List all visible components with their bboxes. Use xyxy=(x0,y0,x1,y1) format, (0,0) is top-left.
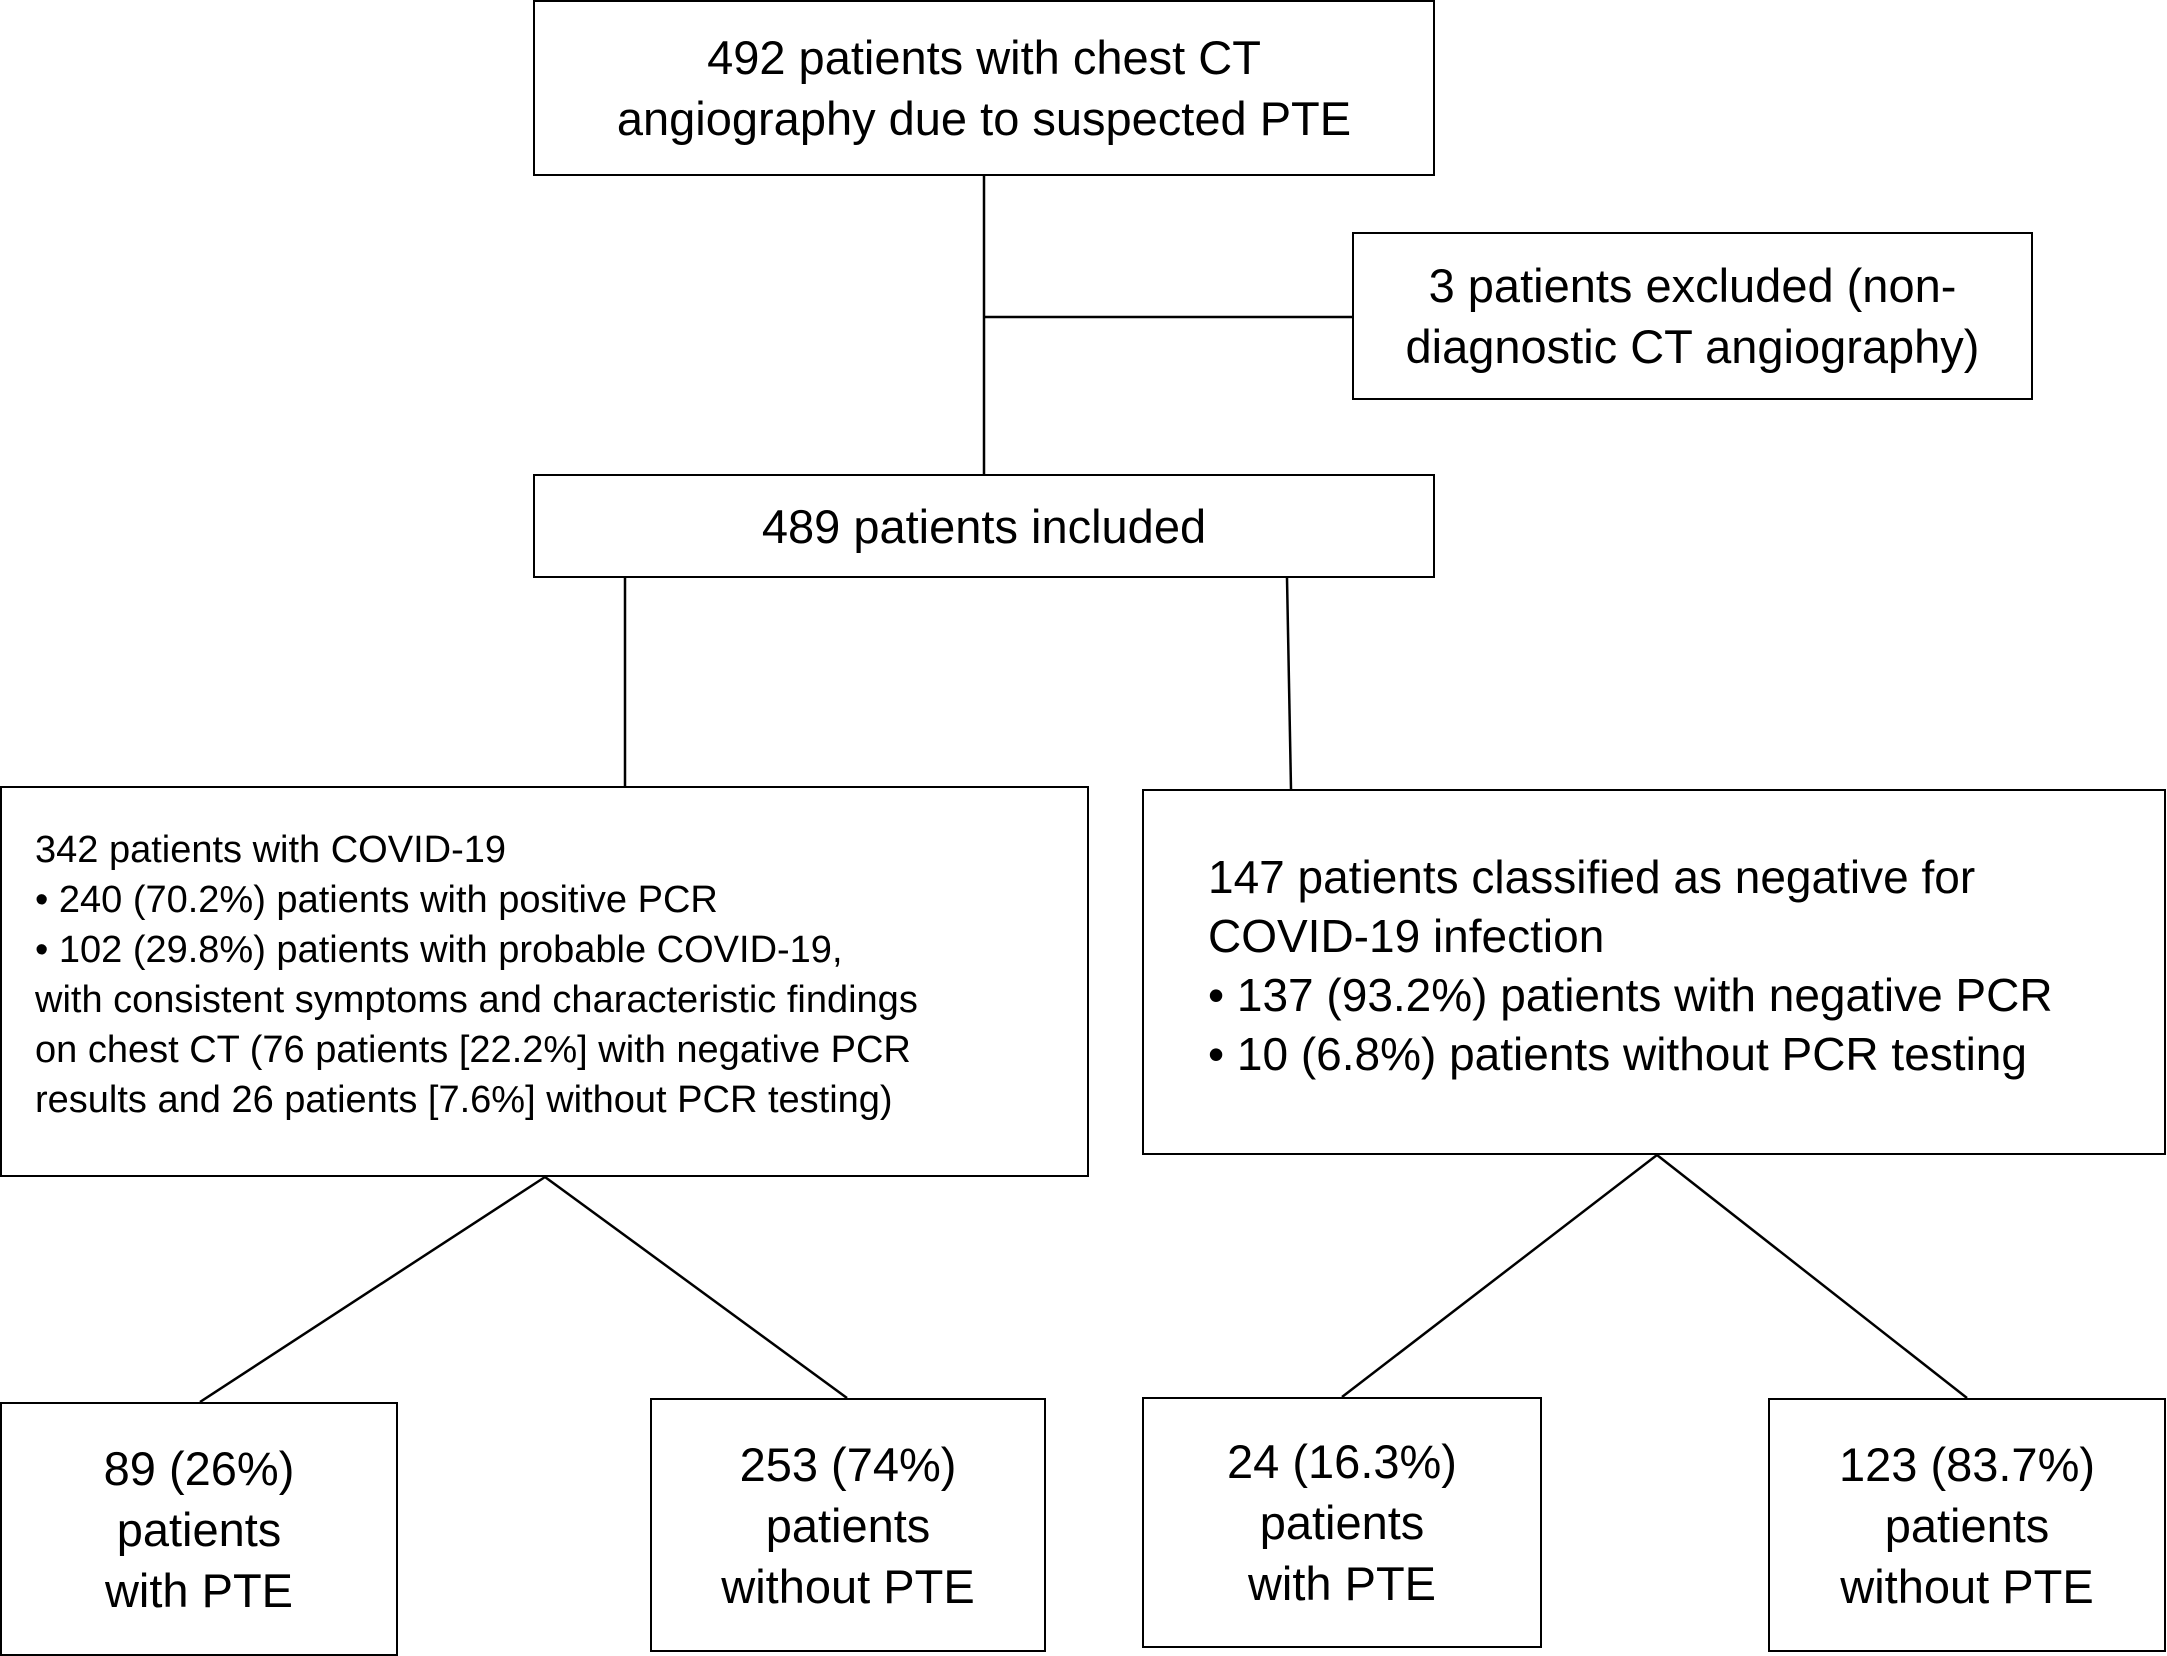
start-line-1: 492 patients with chest CT xyxy=(707,31,1261,84)
outcome-1-line-2: patients xyxy=(116,1502,282,1556)
negative-line-4: • 10 (6.8%) patients without PCR testing xyxy=(1208,1028,2027,1080)
covid-line-3: • 102 (29.8%) patients with probable COV… xyxy=(35,929,843,971)
excluded-box: 3 patients excluded (non- diagnostic CT … xyxy=(1352,232,2033,400)
start-line-2: angiography due to suspected PTE xyxy=(616,92,1352,145)
covid-line-2: • 240 (70.2%) patients with positive PCR xyxy=(35,879,718,921)
outcome-3-line-2: patients xyxy=(1259,1496,1425,1549)
outcome-3-line-1: 24 (16.3%) xyxy=(1227,1435,1457,1488)
outcome-box-covid-no-pte: 253 (74%) patients without PTE xyxy=(650,1398,1046,1652)
connector-negative-to-pte xyxy=(1341,1154,1658,1398)
connector-negative-to-no-pte xyxy=(1656,1154,1968,1399)
negative-box: 147 patients classified as negative for … xyxy=(1142,789,2166,1155)
included-line-1: 489 patients included xyxy=(761,499,1207,553)
outcome-4-line-3: without PTE xyxy=(1840,1559,2094,1613)
outcome-box-negative-pte: 24 (16.3%) patients with PTE xyxy=(1142,1397,1542,1648)
covid-line-5: on chest CT (76 patients [22.2%] with ne… xyxy=(35,1029,911,1071)
outcome-1-line-3: with PTE xyxy=(104,1563,294,1617)
covid-line-4: with consistent symptoms and characteris… xyxy=(35,979,918,1021)
outcome-4-line-2: patients xyxy=(1884,1498,2050,1552)
connector-covid-to-pte xyxy=(199,1175,546,1404)
outcome-3-line-3: with PTE xyxy=(1247,1557,1437,1610)
connector-covid-to-no-pte xyxy=(544,1175,848,1400)
outcome-box-covid-pte: 89 (26%) patients with PTE xyxy=(0,1402,398,1656)
outcome-box-negative-no-pte: 123 (83.7%) patients without PTE xyxy=(1768,1398,2166,1652)
outcome-2-line-1: 253 (74%) xyxy=(739,1437,957,1491)
outcome-2-line-2: patients xyxy=(765,1498,931,1552)
connector-included-to-negative xyxy=(1285,577,1293,790)
covid-line-1: 342 patients with COVID-19 xyxy=(35,829,507,871)
included-box: 489 patients included xyxy=(533,474,1435,578)
outcome-1-line-1: 89 (26%) xyxy=(103,1441,295,1495)
negative-line-3: • 137 (93.2%) patients with negative PCR xyxy=(1208,969,2053,1021)
excluded-line-1: 3 patients excluded (non- xyxy=(1428,259,1957,312)
negative-line-2: COVID-19 infection xyxy=(1208,910,1605,962)
covid-line-6: results and 26 patients [7.6%] without P… xyxy=(35,1079,893,1121)
negative-line-1: 147 patients classified as negative for xyxy=(1208,851,1976,903)
excluded-line-2: diagnostic CT angiography) xyxy=(1405,320,1980,373)
outcome-2-line-3: without PTE xyxy=(721,1559,975,1613)
covid-box: 342 patients with COVID-19 • 240 (70.2%)… xyxy=(0,786,1089,1177)
start-box: 492 patients with chest CT angiography d… xyxy=(533,0,1435,176)
outcome-4-line-1: 123 (83.7%) xyxy=(1838,1437,2096,1491)
